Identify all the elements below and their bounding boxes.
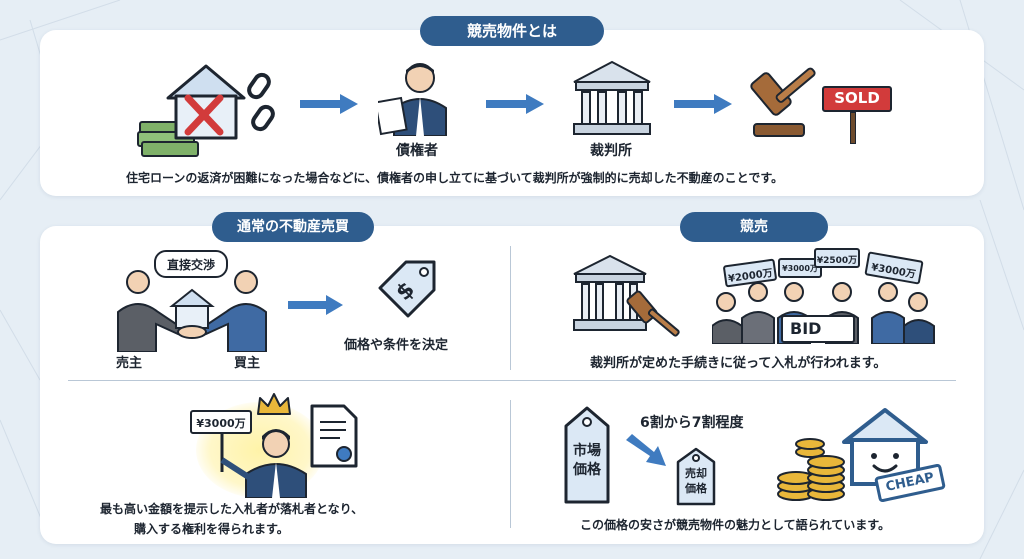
normal-sale-title: 通常の不動産売買 [212,212,374,242]
bid-sign-2: ¥3000万 [778,258,822,278]
vertical-divider [510,246,511,370]
sold-sign: SOLD [822,86,892,144]
winner-text-line1: 最も高い金額を提示した入札者が落札者となり、 [100,502,364,516]
coins-icon [777,438,845,501]
arrow-icon [288,295,343,315]
bid-sign-3-label: ¥2500万 [816,256,858,266]
bid-sign-3: ¥2500万 [814,248,860,268]
price-tag-icon: $ [378,260,436,318]
vertical-divider [510,400,511,528]
sold-sign-label: SOLD [834,89,880,107]
bidders-group-icon [712,282,935,344]
arrow-icon [486,94,544,114]
gavel-icon [750,67,816,137]
auction-process-text: 裁判所が定めた手続きに従って入札が行われます。 [590,356,887,371]
winner-text-line2: 購入する権利を得られます。 [134,522,289,536]
handshake-icon [117,270,267,352]
creditor-icon [378,63,447,136]
overview-description: 住宅ローンの返済が困難になった場合などに、債権者の申し立てに基づいて裁判所が強制… [126,171,784,185]
negotiation-bubble-label: 直接交渉 [166,258,215,272]
auction-title: 競売 [680,212,828,242]
arrow-icon [300,94,358,114]
ratio-text: 6割から7割程度 [640,415,744,431]
winner-price-sign: ¥3000万 [190,410,252,434]
courthouse-icon [573,254,680,337]
bid-board-label: BID [790,319,822,338]
horizontal-divider [68,380,956,381]
court-label: 裁判所 [590,143,632,159]
arrow-icon [674,94,732,114]
sale-price-label: 売却価格 [685,467,707,495]
courthouse-icon [573,60,651,135]
foreclosed-house-icon [137,64,275,157]
auction-appeal-text: この価格の安さが競売物件の魅力として語られています。 [580,518,891,532]
page-title: 競売物件とは [420,16,604,46]
crown-icon [257,393,291,415]
seller-label: 売主 [116,356,143,371]
bid-sign-2-label: ¥3000万 [782,264,818,273]
winning-bidder-icon [220,429,307,498]
creditor-label: 債権者 [396,143,438,159]
winner-price-label: ¥3000万 [196,417,246,430]
market-price-tag: 市場価格 [560,404,614,506]
down-arrow-icon [626,434,666,466]
price-conditions-label: 価格や条件を決定 [344,338,449,353]
negotiation-bubble: 直接交渉 [154,250,228,278]
market-price-label: 市場価格 [573,443,601,478]
sale-price-tag: 売却価格 [674,446,718,508]
buyer-label: 買主 [234,356,261,371]
contract-document-icon [310,404,358,468]
